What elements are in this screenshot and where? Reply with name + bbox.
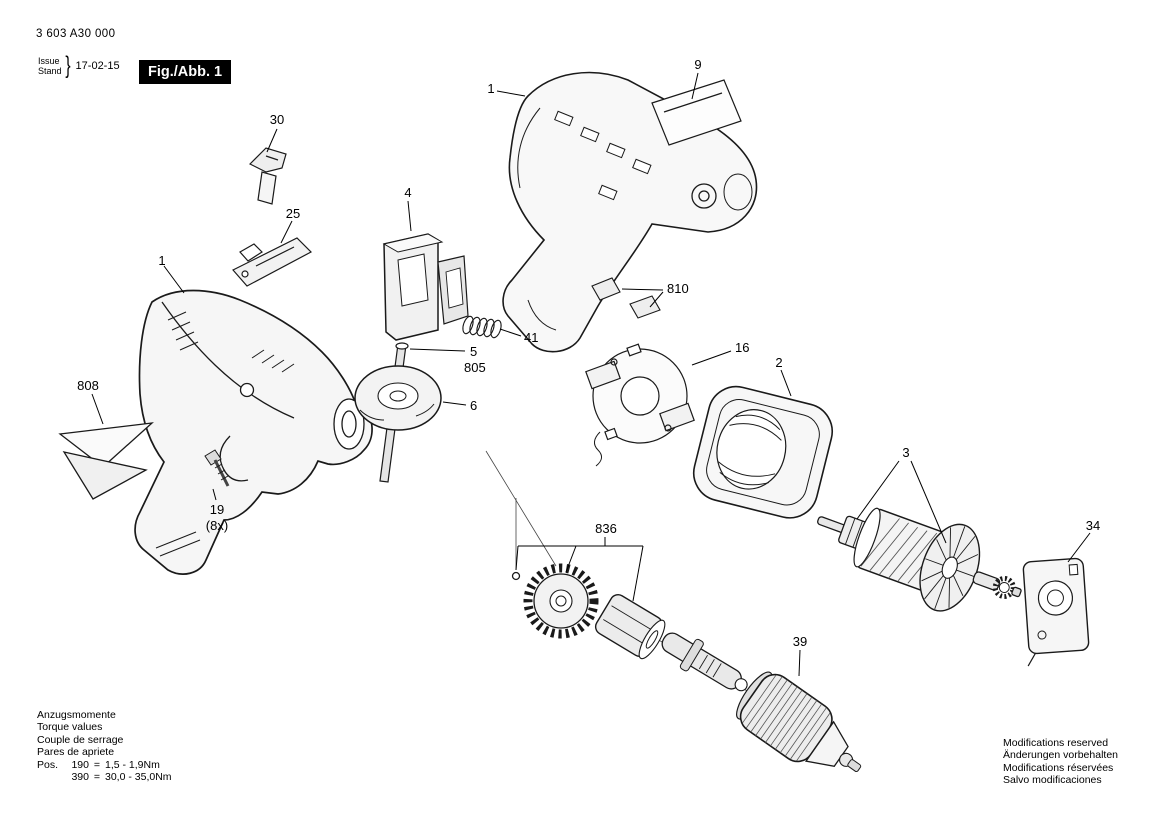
brace-glyph: } (64, 52, 71, 79)
part-label-25: 25 (286, 206, 300, 221)
modifications-line-en: Modifications reserved (1003, 737, 1109, 749)
part-label-41: 41 (524, 330, 538, 345)
torque-equals: = (93, 758, 101, 771)
torque-note: Anzugsmomente Torque values Couple de se… (37, 709, 172, 783)
modifications-line-de: Änderungen vorbehalten (1003, 749, 1119, 762)
part-labels: 1 30 25 4 41 5 805 6 808 19 (8x) 9 1 810… (77, 57, 1100, 649)
part-label-3: 3 (902, 445, 909, 460)
chuck-drawing (736, 671, 862, 773)
gear-drawing (523, 563, 599, 639)
part-label-34: 34 (1086, 518, 1100, 533)
torque-pos-prefix: Pos. (37, 758, 59, 771)
torque-pos-value: 190 (71, 758, 89, 771)
figure-label: Fig./Abb. 1 (139, 60, 232, 84)
part-label-808: 808 (77, 378, 99, 393)
part-label-1-body: 1 (158, 253, 165, 268)
torque-equals: = (93, 771, 101, 784)
part-label-4: 4 (404, 185, 411, 200)
spindle-drawing (661, 632, 748, 692)
part-label-6: 6 (470, 398, 477, 413)
drill-body-drawing (134, 289, 373, 575)
issue-stand-labels: Issue Stand (38, 56, 62, 77)
plate-drawing (232, 237, 312, 287)
torque-row: Pos. 190 = 1,5 - 1,9Nm (37, 759, 172, 771)
part-label-836: 836 (595, 521, 617, 536)
part-label-1-housing: 1 (487, 81, 494, 96)
torque-row: 390 = 30,0 - 35,0Nm (37, 771, 172, 784)
document-part-number: 3 603 A30 000 (36, 28, 116, 40)
pin-drawing (511, 571, 521, 581)
bearing-plate-drawing (1022, 557, 1090, 667)
torque-title-fr: Couple de serrage (37, 733, 124, 746)
stand-label: Stand (38, 66, 62, 76)
armature-drawing (817, 507, 1022, 612)
leader-lines (91, 72, 1091, 677)
modifications-line-es: Salvo modificaciones (1003, 774, 1102, 787)
brush-plate-drawing (585, 343, 695, 467)
part-label-16: 16 (735, 340, 749, 355)
modifications-line-fr: Modifications réservées (1003, 761, 1114, 774)
stator-drawing (692, 385, 833, 519)
part-label-805: 805 (464, 360, 486, 375)
issue-stand-block: Issue Stand } 17-02-15 (38, 52, 120, 79)
issue-date: 17-02-15 (75, 60, 120, 72)
torque-value: 30,0 - 35,0Nm (105, 771, 172, 784)
coupler-drawing (594, 593, 666, 660)
torque-pos-prefix (37, 771, 64, 783)
fin-drawing (58, 422, 154, 500)
torque-value: 1,5 - 1,9Nm (105, 758, 160, 771)
issue-label: Issue (38, 55, 60, 66)
part-label-19: 19 (210, 502, 224, 517)
part-label-39: 39 (793, 634, 807, 649)
clip-drawing (248, 147, 287, 205)
spring-drawing (462, 315, 502, 339)
brush-holder-drawing (382, 233, 469, 341)
part-label-9: 9 (694, 57, 701, 72)
torque-title-en: Torque values (37, 721, 103, 734)
part-label-19-qty: (8x) (206, 518, 228, 533)
torque-title-de: Anzugsmomente (37, 709, 116, 721)
part-label-2: 2 (775, 355, 782, 370)
part-label-810: 810 (667, 281, 689, 296)
modifications-note: Modifications reserved Änderungen vorbeh… (1003, 737, 1118, 787)
part-label-5: 5 (470, 344, 477, 359)
label-plate-drawing (651, 79, 742, 146)
part-label-30: 30 (270, 112, 284, 127)
cam-disc-drawing (354, 365, 442, 431)
screw-drawing (204, 449, 230, 487)
torque-title-es: Pares de apriete (37, 746, 115, 759)
carbon-brush-drawing (591, 277, 661, 319)
torque-pos-value: 390 (71, 771, 89, 784)
